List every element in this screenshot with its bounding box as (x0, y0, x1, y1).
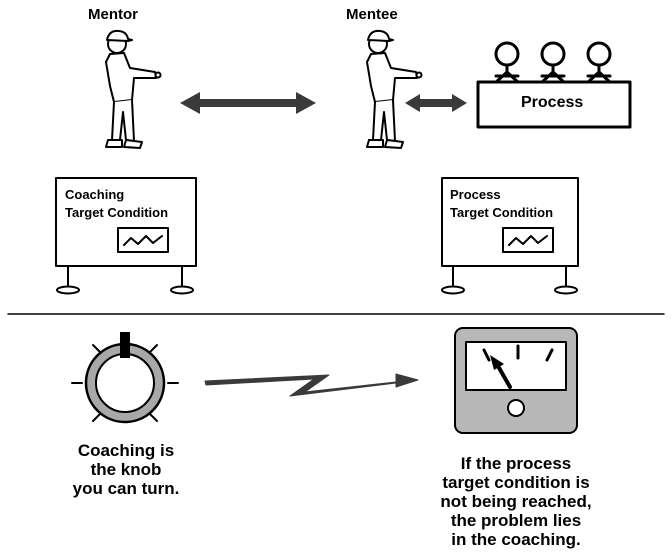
board-chart-line (508, 235, 548, 246)
gauge-caption: If the process target condition is not b… (440, 454, 592, 549)
knob-caption: Coaching is the knob you can turn. (72, 441, 180, 498)
mentor-label: Mentor (88, 6, 138, 23)
process-label: Process (521, 94, 584, 111)
mentor-figure (105, 29, 162, 149)
board-chart-line (123, 235, 163, 246)
gauge-icon (454, 327, 578, 434)
process-box (476, 80, 632, 129)
mentee-figure (366, 29, 423, 149)
coaching-board-title: Coaching Target Condition (65, 187, 169, 220)
process-workers (492, 41, 614, 86)
worker-icon (538, 41, 568, 86)
zigzag-arrow (204, 373, 419, 397)
gauge-needle (496, 364, 512, 389)
worker-icon (492, 41, 522, 86)
process-target-board (441, 177, 579, 295)
knob-icon (71, 332, 179, 424)
worker-icon (584, 41, 614, 86)
mentee-process-arrow (405, 94, 467, 112)
coaching-target-board (55, 177, 197, 295)
process-board-title: Process Target Condition (450, 187, 554, 220)
board-chart-icon (502, 227, 554, 253)
mentor-mentee-arrow (180, 92, 316, 114)
gauge-dial-face (465, 341, 567, 391)
gauge-knob (507, 399, 525, 417)
gauge-needle-tip (490, 355, 504, 370)
knob-pointer (120, 332, 130, 358)
mentee-label: Mentee (346, 6, 398, 23)
